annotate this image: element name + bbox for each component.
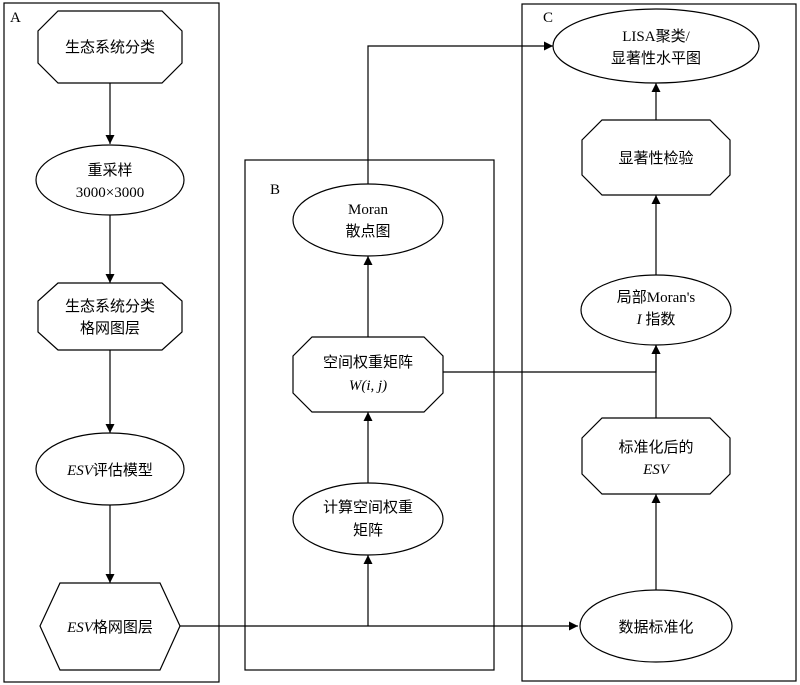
node-esv-grid-label: ESV格网图层 [66,619,153,636]
panel-b [244,159,495,671]
panel-c [521,3,797,682]
node-resample: 重采样 3000×3000 [35,144,185,216]
node-weight-matrix-line2: W(i, j) [349,378,387,394]
node-eco-grid-line2: 格网图层 [80,320,140,337]
node-significance-label: 显著性检验 [618,150,693,167]
node-resample-line2: 3000×3000 [76,185,144,201]
node-moran-scatter: Moran 散点图 [292,183,444,257]
node-lisa-line2: 显著性水平图 [611,50,701,67]
node-local-moran: 局部Moran's I 指数 [580,274,732,346]
node-esv-model: ESV评估模型 [35,432,185,506]
node-weight-matrix-line1: 空间权重矩阵 [323,354,413,371]
edge-matrix-to-local-moran [441,345,661,373]
panel-b-label: B [270,182,280,198]
node-standardized-esv-line1: 标准化后的 [618,439,693,456]
node-standardized-esv-line2: ESV [642,462,671,478]
node-lisa: LISA聚类/ 显著性水平图 [552,8,760,84]
node-moran-scatter-line2: 散点图 [345,223,390,240]
node-significance: 显著性检验 [581,119,731,196]
node-resample-line1: 重采样 [87,162,132,179]
node-standardized-esv: 标准化后的 ESV [581,417,731,495]
node-eco-classification-label: 生态系统分类 [65,39,155,56]
node-eco-grid: 生态系统分类 格网图层 [37,282,183,351]
node-standardize-label: 数据标准化 [618,619,693,636]
node-local-moran-line1: 局部Moran's [617,289,696,306]
panel-c-label: C [543,10,553,26]
node-calc-weight-line2: 矩阵 [353,522,383,539]
node-lisa-line1: LISA聚类/ [622,28,690,45]
node-weight-matrix: 空间权重矩阵 W(i, j) [292,336,444,413]
node-calc-weight-line1: 计算空间权重 [323,498,413,516]
panel-a [3,2,220,683]
node-calc-weight: 计算空间权重 矩阵 [292,482,444,556]
node-moran-scatter-line1: Moran [348,202,388,218]
node-standardize: 数据标准化 [579,589,733,663]
edge-moran-scatter-to-lisa [367,41,553,185]
node-local-moran-line2: I 指数 [636,311,676,328]
node-eco-classification: 生态系统分类 [37,10,183,84]
node-esv-grid: ESV格网图层 [39,582,181,671]
node-eco-grid-line1: 生态系统分类 [65,298,155,315]
node-esv-model-label: ESV评估模型 [66,462,153,479]
panel-a-label: A [10,10,21,26]
